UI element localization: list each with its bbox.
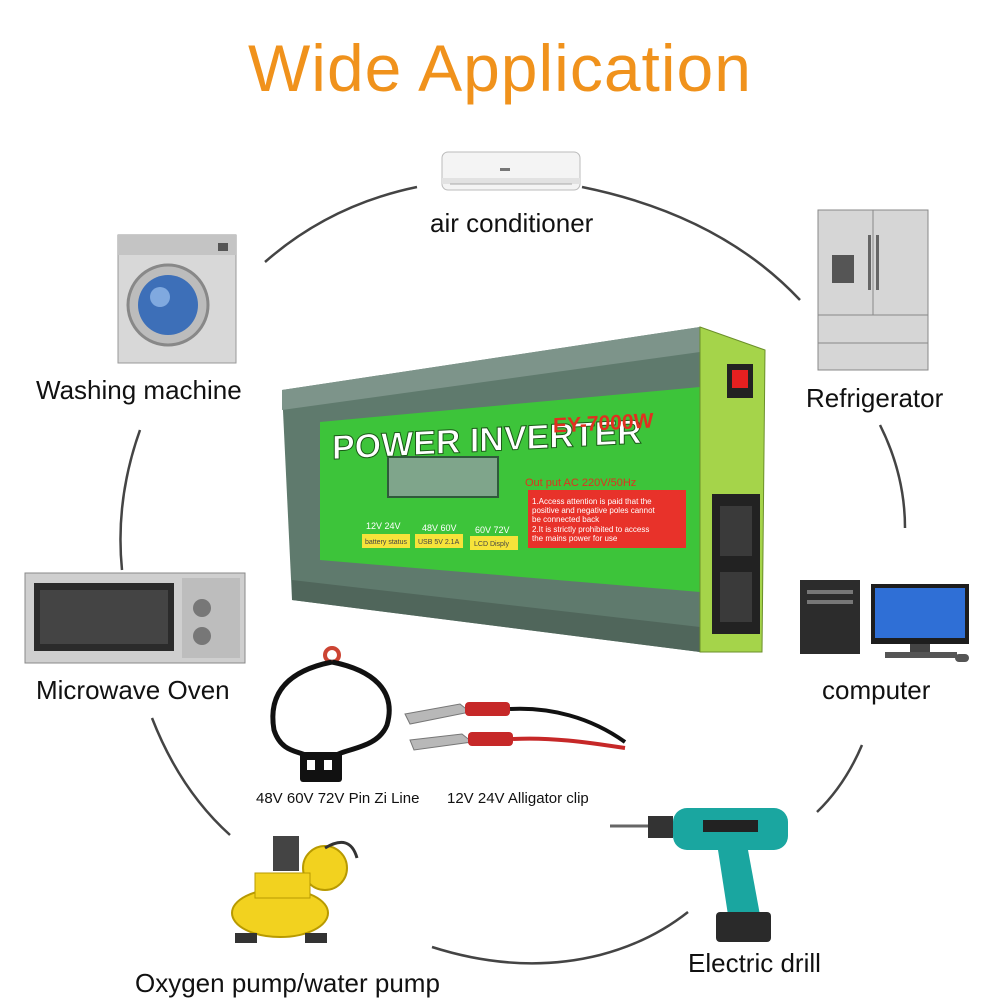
pin-cable-icon xyxy=(270,646,392,782)
washing-machine-label: Washing machine xyxy=(36,375,242,405)
inverter-warning-4: 2.It is strictly prohibited to access xyxy=(532,525,649,534)
alligator-clip-icon xyxy=(404,702,627,751)
inverter-voltage-2: 48V 60V xyxy=(422,523,457,533)
inverter-tag-1: battery status xyxy=(365,539,408,546)
refrigerator-icon xyxy=(817,209,929,371)
inverter-warning-5: the mains power for use xyxy=(532,534,618,543)
computer-label: computer xyxy=(822,675,931,705)
alligator-clip-label: 12V 24V Alligator clip xyxy=(447,790,589,807)
inverter-warning-2: positive and negative poles cannot xyxy=(532,506,656,515)
inverter-output-text: Out put AC 220V/50Hz xyxy=(525,477,636,489)
inverter-warning-1: 1.Access attention is paid that the xyxy=(532,497,652,506)
electric-drill-icon xyxy=(610,808,788,942)
air-conditioner-label: air conditioner xyxy=(430,208,594,238)
washing-machine-icon xyxy=(117,234,237,364)
inverter-voltage-3: 60V 72V xyxy=(475,525,510,535)
inverter-model-text: EY-7000W xyxy=(553,409,653,437)
electric-drill-label: Electric drill xyxy=(688,948,821,978)
refrigerator-label: Refrigerator xyxy=(806,383,944,413)
inverter-warning-3: be connected back xyxy=(532,515,600,524)
inverter-tag-2: USB 5V 2.1A xyxy=(418,539,460,546)
inverter-tag-3: LCD Disply xyxy=(474,541,510,548)
power-inverter-image: POWER INVERTER EY-7000W Out put AC 220V/… xyxy=(282,326,766,653)
oxygen-pump-icon xyxy=(231,836,359,943)
pin-line-label: 48V 60V 72V Pin Zi Line xyxy=(256,790,420,807)
computer-icon xyxy=(800,580,969,662)
oxygen-pump-label: Oxygen pump/water pump xyxy=(135,968,440,998)
air-conditioner-icon xyxy=(441,151,581,191)
inverter-voltage-1: 12V 24V xyxy=(366,521,401,531)
page-title: Wide Application xyxy=(248,31,752,105)
microwave-icon xyxy=(24,572,246,664)
microwave-label: Microwave Oven xyxy=(36,675,230,705)
